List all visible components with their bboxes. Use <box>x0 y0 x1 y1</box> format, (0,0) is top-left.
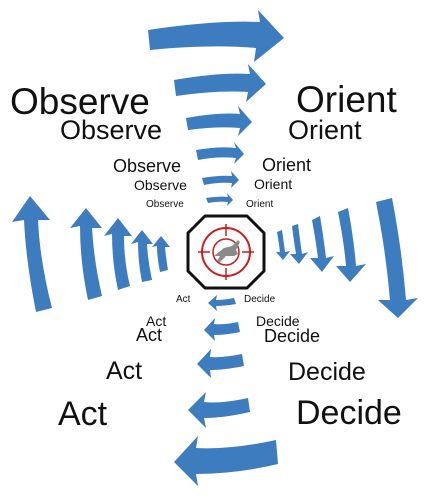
right-arrow-3 <box>310 216 334 272</box>
act-label-1: Act <box>58 395 108 433</box>
observe-label-2: Observe <box>60 115 162 145</box>
bottom-arrow-5 <box>208 295 236 311</box>
act-label-3: Act <box>136 325 162 345</box>
bottom-arrow-3 <box>197 349 244 378</box>
top-arrow-5 <box>202 171 239 188</box>
top-arrow-6 <box>206 193 233 206</box>
observe-label-3: Observe <box>113 156 181 176</box>
right-arrow-2 <box>336 208 366 282</box>
decide-label-1: Decide <box>296 394 402 432</box>
left-arrow-2 <box>70 208 102 300</box>
decide-label-5: Decide <box>244 294 276 305</box>
left-arrow-3 <box>104 218 132 290</box>
top-arrow-3 <box>186 106 252 136</box>
decide-label-3: Decide <box>264 326 320 346</box>
act-label-5: Act <box>176 294 191 305</box>
top-arrow-4 <box>196 142 244 164</box>
right-arrow-column <box>276 198 418 318</box>
decide-label-2: Decide <box>288 358 366 386</box>
bottom-arrow-4 <box>204 318 240 341</box>
orient-label-1: Orient <box>296 79 397 120</box>
orient-label-5: Orient <box>246 199 273 210</box>
right-arrow-4 <box>290 224 308 264</box>
left-arrow-5 <box>152 236 170 272</box>
observe-label-5: Observe <box>146 199 184 210</box>
bottom-arrow-1 <box>174 436 278 486</box>
orient-label-4: Orient <box>254 176 292 192</box>
bottom-arrow-2 <box>188 392 250 428</box>
center-target <box>188 216 264 288</box>
left-arrow-column <box>12 196 170 312</box>
observe-label-4: Observe <box>134 177 187 193</box>
left-arrow-4 <box>131 230 153 282</box>
orient-label-2: Orient <box>288 115 362 145</box>
orient-label-3: Orient <box>262 155 311 175</box>
act-label-2: Act <box>106 357 142 385</box>
right-arrow-5 <box>276 230 290 260</box>
top-arrow-1 <box>148 10 284 62</box>
top-arrow-2 <box>174 64 266 102</box>
left-arrow-1 <box>12 196 52 312</box>
right-arrow-1 <box>376 198 418 318</box>
